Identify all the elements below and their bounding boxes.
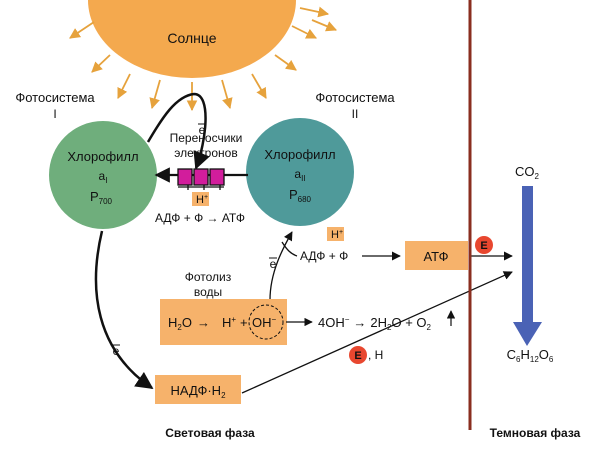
carrier-membrane [178,185,224,190]
ps2-circle [246,118,354,226]
ps2-center: P680 [289,187,312,204]
ps2-name: Хлорофилл [264,147,335,162]
dark-phase-arrow-head [513,322,542,346]
electron-path-lower [94,230,154,390]
energy-badge-lower [349,346,367,364]
ps2-header: Фотосистема [315,90,395,105]
water-oh: OH− [252,315,277,330]
photolysis-line2: воды [194,285,222,299]
sun-rays [69,6,337,112]
photolysis-line1: Фотолиз [185,270,232,284]
water-hplus: H+ [222,315,236,330]
dark-phase-title: Темновая фаза [490,426,581,440]
hplus-label-upper: H+ [196,194,208,206]
ps1-center: P700 [90,189,113,206]
electron-label-lower: e [113,344,120,358]
ps1-header: Фотосистема [15,90,95,105]
ps1-name: Хлорофилл [67,149,138,164]
water-plus: + [240,315,248,330]
atp-synthesis-equation: АДФ + Ф → АТФ [155,211,245,225]
glucose-label: C6H12O6 [507,347,554,364]
nadph-label: НАДФ·H2 [170,383,226,400]
co2-label: CO2 [515,164,540,181]
hydroxyl-dashed-circle [248,304,284,340]
ps2-numeral: II [352,107,359,121]
electron-path-water [269,231,293,301]
energy-badge-upper [475,236,493,254]
carriers-label-line2: электронов [174,146,237,160]
nadph-to-dark-arrow [241,271,513,394]
electron-path-upper [146,92,210,170]
electron-label-upper: e [199,123,206,137]
dark-phase-arrow-shaft [522,186,533,326]
atp-box [405,241,468,270]
ps1-numeral: I [53,107,56,121]
nadph-box [155,375,241,404]
water-arrow: → [197,315,210,330]
ps1-pigment: aI [99,169,108,185]
atp-synthesis-curve [281,241,298,257]
ps1-circle [49,121,157,229]
energy-badge-lower-label: E [354,350,361,362]
atp-synthesis-lower: АДФ + Ф [300,249,348,263]
carrier-blocks [177,168,225,186]
sun-label: Солнце [167,30,216,46]
e-h-label: , H [368,348,383,362]
carriers-label-line1: Переносчики [170,131,243,145]
hydroxyl-reaction: 4OH−→2H2O + O2 [318,315,432,332]
water-box [160,299,287,345]
atp-box-label: АТФ [423,249,448,264]
hplus-box-upper [192,192,209,206]
light-phase-title: Световая фаза [165,426,255,440]
sun-shape [88,0,296,78]
water-h2o: H2O [168,315,192,332]
ps2-pigment: aII [294,167,305,183]
electron-label-water: e [270,257,277,271]
hplus-label-lower: H+ [331,229,343,241]
hplus-box-lower [327,227,344,241]
energy-badge-upper-label: E [480,240,487,252]
